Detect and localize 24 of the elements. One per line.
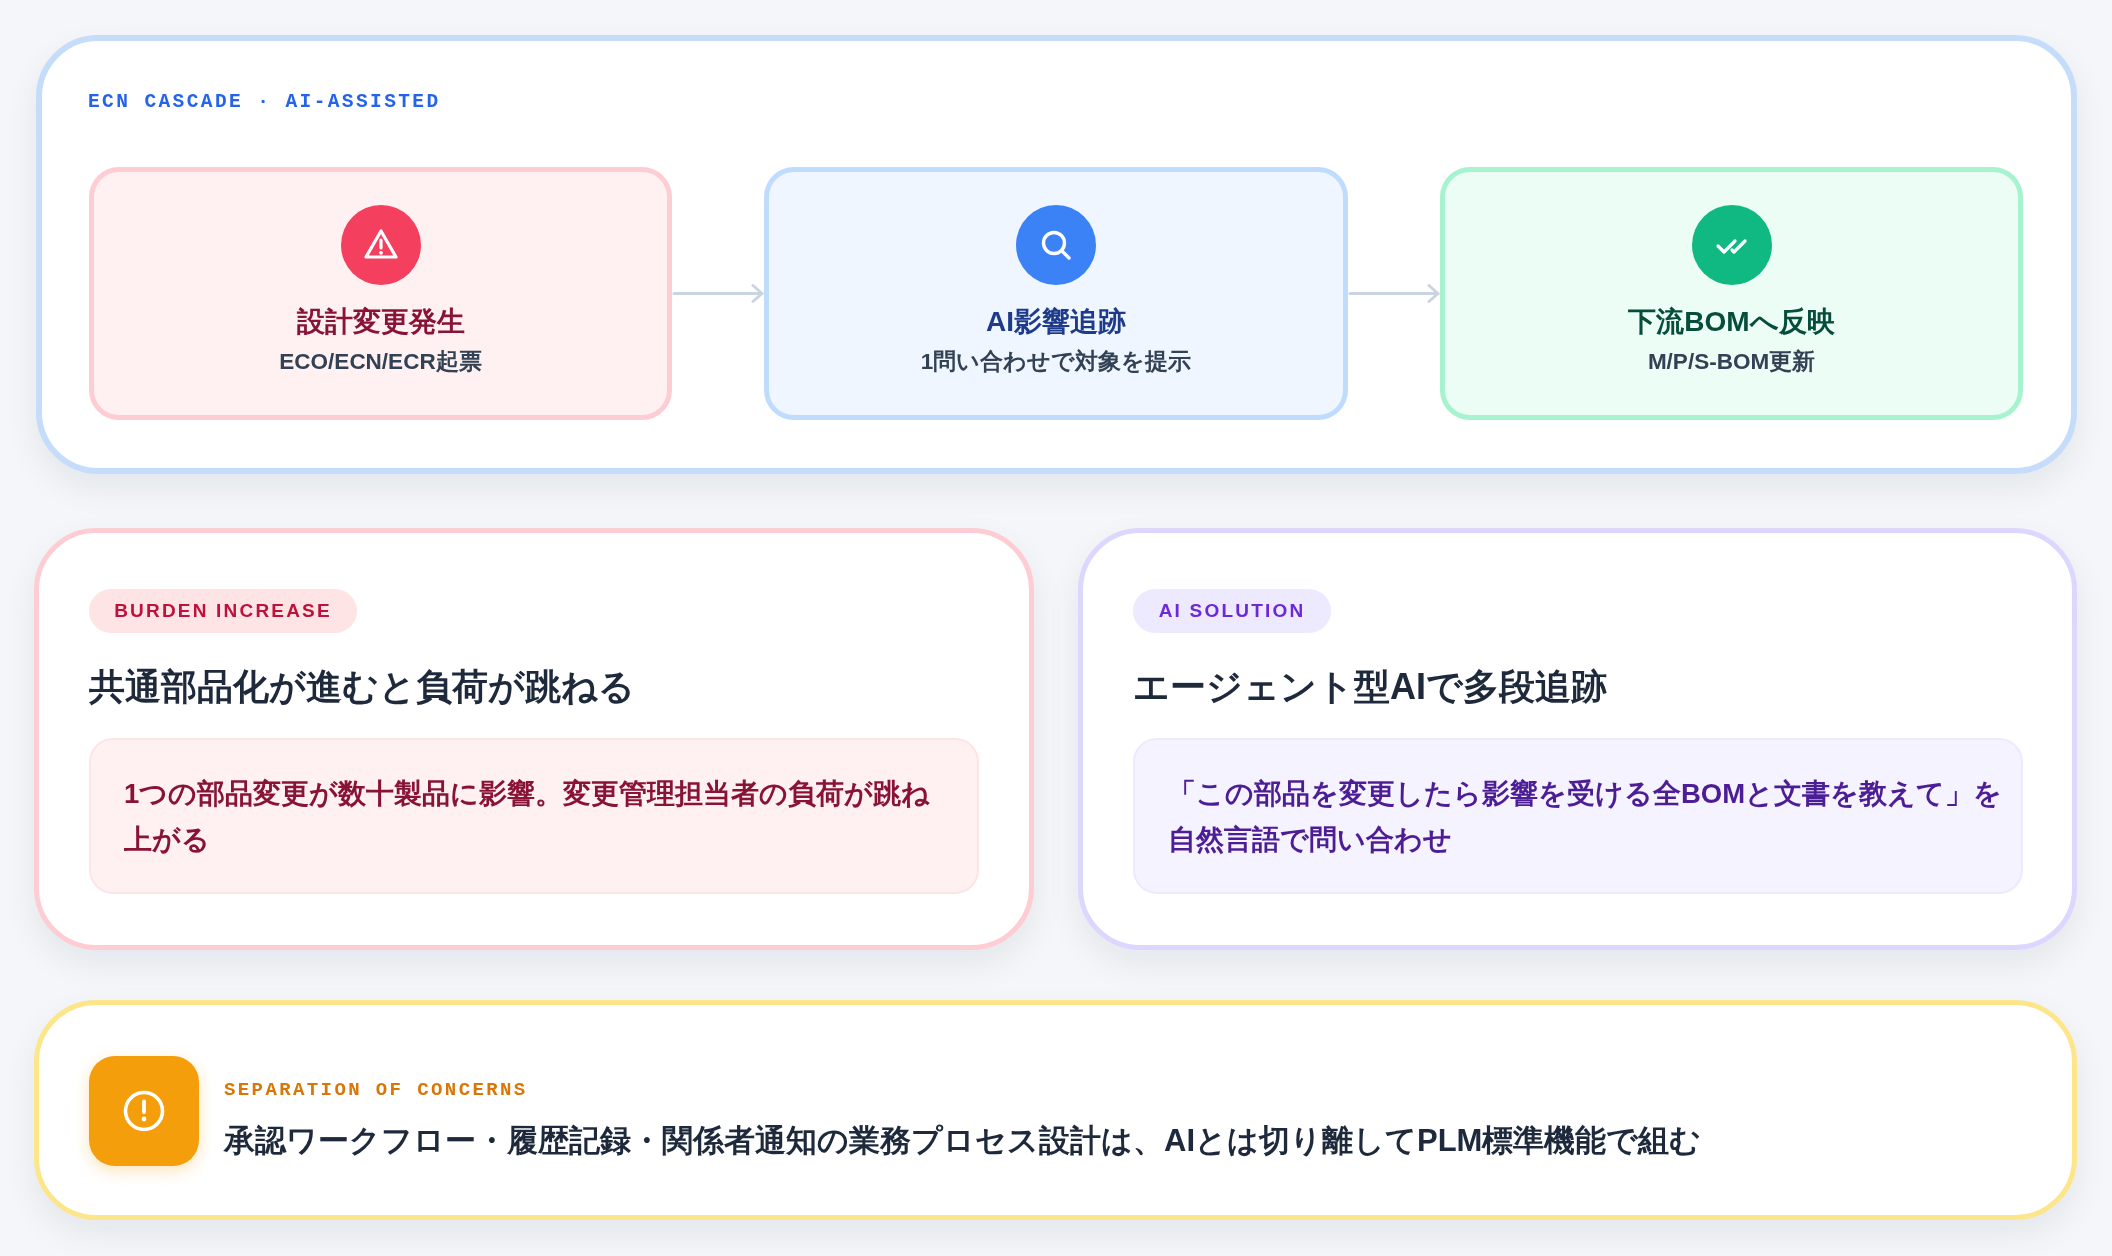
arrow (1348, 284, 1440, 303)
step-card (764, 167, 1348, 420)
card (1078, 528, 2077, 950)
step-card (1440, 167, 2023, 420)
step-subtitle: M/P/S-BOM更新 (1647, 348, 1816, 376)
note-box: 「この部品を変更したら影響を受ける全BOMと文書を教えて」を自然言語で問い合わせ (1133, 738, 2023, 894)
category-tag: BURDEN INCREASE (89, 589, 357, 633)
note-text: 承認ワークフロー・履歴記録・関係者通知の業務プロセス設計は、AIとは切り離してPLM標準機能で組む (224, 1122, 1702, 1160)
card-heading: 共通部品化が進むと負荷が跳ねる (89, 665, 635, 709)
step-subtitle: 1問い合わせで対象を提示 (920, 348, 1192, 376)
flow-panel (36, 35, 2077, 474)
step-subtitle: ECO/ECN/ECR起票 (279, 348, 482, 376)
step-title: 下流BOMへ反映 (1628, 305, 1835, 339)
note-box: 1つの部品変更が数十製品に影響。変更管理担当者の負荷が跳ね上がる (89, 738, 979, 894)
step-title: AI影響追跡 (986, 305, 1126, 339)
card (34, 528, 1034, 950)
note-panel (34, 1000, 2077, 1220)
arrow (672, 284, 764, 303)
card-heading: エージェント型AIで多段追跡 (1133, 665, 1607, 709)
category-tag: AI SOLUTION (1133, 589, 1331, 633)
section-label: SEPARATION OF CONCERNS (224, 1078, 528, 1102)
step-title: 設計変更発生 (296, 305, 465, 339)
step-card (89, 167, 672, 420)
section-label: ECN CASCADE · AI-ASSISTED (88, 90, 441, 114)
